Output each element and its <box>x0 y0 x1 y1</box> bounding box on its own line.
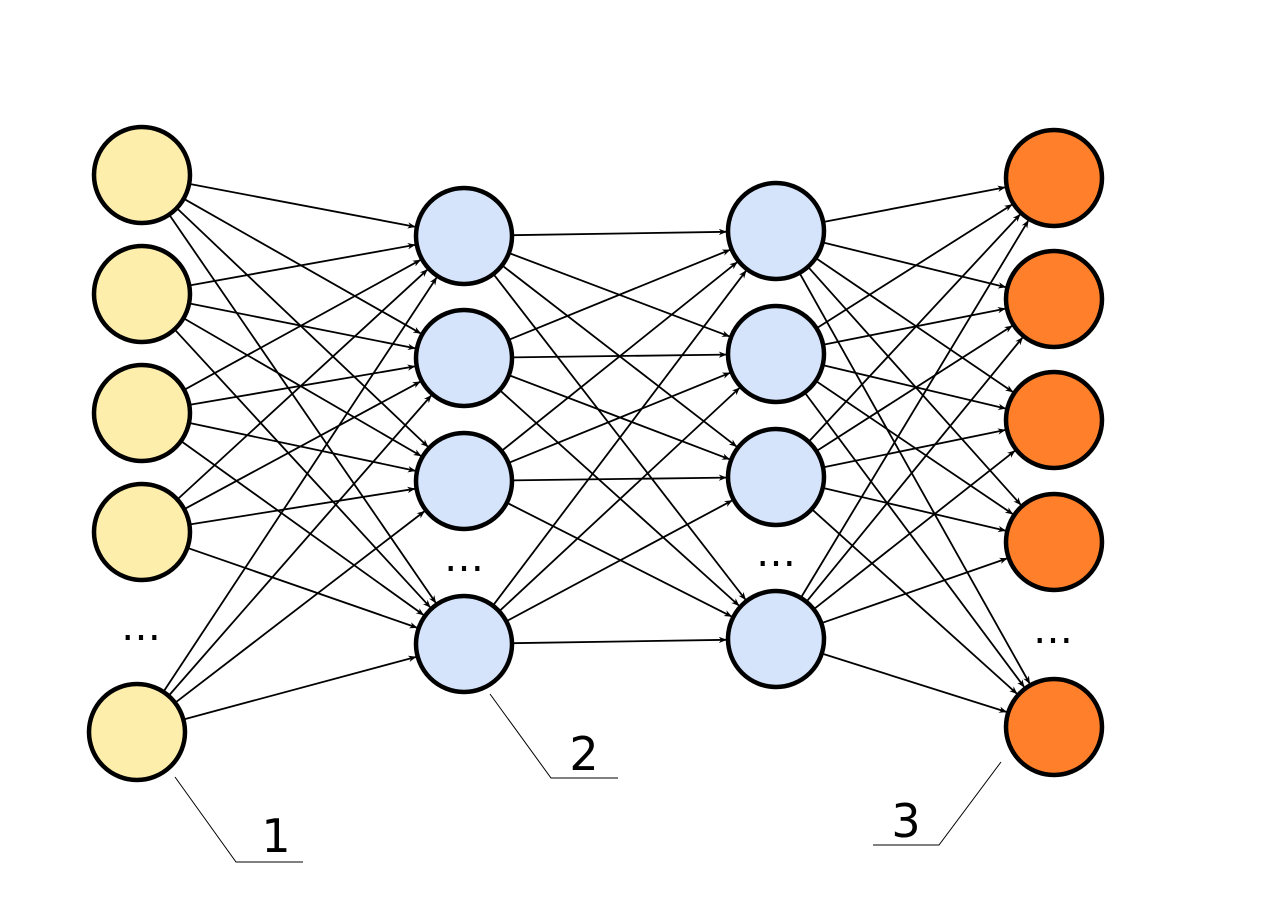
input-neuron-2 <box>91 243 193 345</box>
hidden-1-neuron-2 <box>413 307 515 409</box>
output-neuron-3 <box>1003 369 1105 471</box>
connection-arrow-input-4-to-hidden-1-1 <box>176 269 428 501</box>
connection-arrow-hidden-1-4-to-hidden-2-3 <box>505 499 733 623</box>
connection-arrow-hidden-2-3-to-output-5 <box>811 508 1018 695</box>
input-layer-label: 1 <box>261 809 290 863</box>
connection-arrow-hidden-2-1-to-output-1 <box>823 185 1006 223</box>
connection-arrow-hidden-2-1-to-output-3 <box>815 257 1014 393</box>
connection-arrow-hidden-1-3-to-hidden-2-2 <box>508 372 731 464</box>
connection-arrow-hidden-2-2-to-output-2 <box>822 306 1006 346</box>
connection-arrow-hidden-1-2-to-hidden-2-1 <box>508 249 731 341</box>
connections <box>162 183 1031 721</box>
connection-arrow-hidden-1-4-to-hidden-2-2 <box>498 387 741 612</box>
connection-arrow-input-5-to-hidden-1-2 <box>167 394 432 697</box>
ellipses: … … … … <box>121 530 1073 653</box>
input-callout-line <box>174 776 303 863</box>
input-layer-ellipsis: … <box>121 604 161 650</box>
connection-arrow-hidden-1-3-to-hidden-2-3 <box>511 474 727 482</box>
hidden-layer-label: 2 <box>569 727 598 781</box>
input-neuron-5 <box>86 681 188 783</box>
output-neuron-2 <box>1003 248 1105 350</box>
connection-arrow-hidden-2-2-to-output-3 <box>822 364 1007 410</box>
connection-arrow-input-4-to-hidden-1-3 <box>189 486 416 526</box>
connection-arrow-hidden-2-1-to-output-2 <box>822 241 1007 289</box>
connection-arrow-input-1-to-hidden-1-1 <box>189 183 416 229</box>
hidden-2-neuron-1 <box>725 180 827 282</box>
connection-arrow-hidden-2-3-to-output-2 <box>815 325 1013 452</box>
connection-arrow-input-3-to-hidden-1-4 <box>180 440 425 616</box>
output-neuron-1 <box>1003 127 1105 229</box>
connection-arrow-input-1-to-hidden-1-3 <box>176 207 429 448</box>
connection-arrow-hidden-1-1-to-hidden-2-1 <box>511 228 727 237</box>
hidden-layer-2-ellipsis: … <box>756 530 796 576</box>
connection-arrow-hidden-2-3-to-output-3 <box>822 428 1006 469</box>
connection-arrow-hidden-2-3-to-output-4 <box>822 487 1007 533</box>
hidden-2-neuron-2 <box>725 303 827 405</box>
connection-arrow-hidden-2-3-to-output-1 <box>808 213 1021 443</box>
input-neuron-3 <box>91 362 193 464</box>
connection-arrow-hidden-2-4-to-output-3 <box>813 450 1016 611</box>
connection-arrow-hidden-1-4-to-hidden-2-4 <box>511 636 727 645</box>
hidden-callout-line <box>489 693 618 779</box>
callouts: 1 2 3 <box>174 693 1002 863</box>
hidden-2-neuron-4 <box>725 588 827 690</box>
connection-arrow-input-4-to-hidden-1-4 <box>187 546 418 629</box>
output-layer-label: 3 <box>891 794 920 848</box>
connection-arrow-input-3-to-hidden-1-1 <box>183 259 421 391</box>
hidden-2-neuron-3 <box>725 426 827 528</box>
connection-arrow-input-2-to-hidden-1-3 <box>183 317 422 457</box>
connection-arrow-input-5-to-hidden-1-1 <box>162 277 438 693</box>
connection-arrow-hidden-2-4-to-output-5 <box>821 652 1008 713</box>
hidden-1-neuron-3 <box>413 430 515 532</box>
input-neuron-4 <box>91 481 193 583</box>
connection-arrow-hidden-2-2-to-output-5 <box>803 391 1025 688</box>
connection-arrow-hidden-1-4-to-hidden-2-1 <box>492 270 747 607</box>
input-neuron-1 <box>91 124 193 226</box>
connection-arrow-hidden-2-4-to-output-4 <box>821 557 1008 625</box>
connection-arrow-input-1-to-hidden-1-4 <box>168 214 437 604</box>
output-callout-line <box>873 761 1002 846</box>
connection-arrow-input-5-to-hidden-1-3 <box>174 510 425 704</box>
connection-arrow-hidden-2-4-to-output-1 <box>800 220 1029 599</box>
connection-arrow-hidden-1-2-to-hidden-2-4 <box>499 389 740 607</box>
connection-arrow-input-2-to-hidden-1-1 <box>189 243 416 287</box>
hidden-1-neuron-1 <box>413 185 515 287</box>
output-neuron-5 <box>1003 676 1105 778</box>
connection-arrow-hidden-2-4-to-output-2 <box>805 337 1024 603</box>
connection-arrow-hidden-2-1-to-output-5 <box>798 272 1031 685</box>
hidden-layer-1-ellipsis: … <box>444 535 484 581</box>
connection-arrow-hidden-2-2-to-output-4 <box>815 380 1014 515</box>
connection-arrow-hidden-1-3-to-hidden-2-4 <box>506 501 733 618</box>
connection-arrow-hidden-2-2-to-output-1 <box>816 203 1013 330</box>
connection-arrow-input-3-to-hidden-1-3 <box>188 422 416 473</box>
connection-arrow-hidden-1-3-to-hidden-2-1 <box>500 261 738 452</box>
connection-arrow-hidden-2-1-to-output-4 <box>807 266 1022 506</box>
connection-arrow-input-4-to-hidden-1-2 <box>183 381 421 510</box>
hidden-1-neuron-4 <box>413 593 515 695</box>
connection-arrow-input-2-to-hidden-1-4 <box>173 328 431 608</box>
output-neuron-4 <box>1003 491 1105 593</box>
connection-arrow-input-5-to-hidden-1-4 <box>183 655 417 721</box>
output-layer-ellipsis: … <box>1033 607 1073 653</box>
neurons <box>86 124 1105 783</box>
